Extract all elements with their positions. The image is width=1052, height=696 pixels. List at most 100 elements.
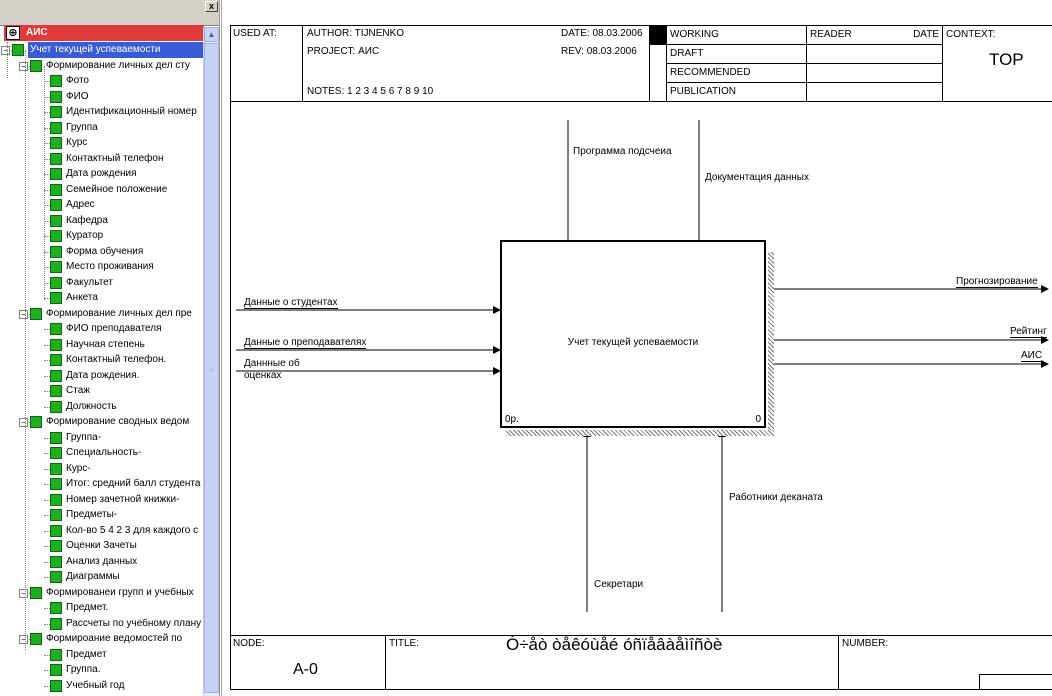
mechanism-label-2[interactable]: Секретари [594, 579, 644, 590]
tree-item[interactable]: Учебный год [0, 678, 204, 694]
mechanism-label-1[interactable]: Работники деканата [729, 492, 823, 503]
activity-node-icon [50, 664, 62, 676]
activity-node-icon [50, 524, 62, 537]
tree-connector [44, 81, 50, 82]
tree-item[interactable]: −Формированеи групп и учебных [0, 585, 204, 601]
input-label-1[interactable]: Данные о студентах [244, 297, 338, 309]
tree-item[interactable]: Диаграммы [0, 569, 204, 585]
activity-node-icon [50, 338, 62, 351]
tree-item[interactable]: Куратор [0, 228, 204, 244]
output-label-2[interactable]: Рейтинг [1010, 326, 1047, 338]
input-label-2[interactable]: Данные о преподавателях [244, 337, 367, 349]
collapse-toggle-icon[interactable]: − [19, 588, 28, 598]
tree-item[interactable]: Идентификационный номер [0, 104, 204, 120]
tree-item-label: ФИО [66, 90, 89, 102]
tree-item[interactable]: ФИО [0, 89, 204, 105]
idef0-frame: USED AT: AUTHOR: TIJNENKO PROJECT: АИС N… [230, 25, 1052, 690]
tree-connector [44, 561, 50, 563]
tree-item[interactable]: Фото [0, 73, 204, 89]
input-label-3b[interactable]: оценках [244, 370, 282, 381]
tree-item[interactable]: Рассчеты по учебному плану [0, 616, 204, 632]
tree-scrollbar[interactable]: ▲ ≡ [203, 27, 219, 696]
tree-item[interactable]: Научная степень [0, 337, 204, 353]
tree-connector [44, 329, 50, 330]
tree-item[interactable]: ФИО преподавателя [0, 321, 204, 337]
tree-item-label: Группа- [66, 431, 102, 443]
scroll-thumb[interactable]: ≡ [204, 43, 219, 693]
control-label-1[interactable]: Программа подсчеиа [573, 146, 672, 157]
input-label-3a[interactable]: Даннные об [244, 358, 300, 369]
tree-connector [44, 670, 50, 671]
tree-item[interactable]: Итог: средний балл студента [0, 476, 204, 492]
status-publication: PUBLICATION [667, 83, 807, 102]
tree-item[interactable]: Форма обучения [0, 244, 204, 260]
title-label: TITLE: [389, 638, 420, 649]
tree-item[interactable]: Кафедра [0, 213, 204, 229]
tree-item-label: Формироание ведомостей по [46, 633, 183, 644]
tree-item[interactable]: Контактный телефон. [0, 352, 204, 368]
tree-item-label: Фото [66, 75, 89, 86]
activity-node-icon [50, 369, 62, 382]
scroll-up-icon[interactable]: ▲ [204, 27, 219, 42]
tree-item-label: Идентификационный номер [66, 106, 197, 117]
tree-item[interactable]: − Формироание ведомостей по [0, 631, 204, 647]
tree-item[interactable]: Контактный телефон [0, 151, 204, 167]
activity-title: Учет текущей успеваемости [567, 337, 699, 348]
activity-shadow-right [768, 252, 774, 432]
tree-item-label: Стаж [66, 385, 90, 396]
collapse-toggle-icon[interactable]: − [19, 61, 28, 71]
tree-item[interactable]: Стаж [0, 383, 204, 399]
tree-item[interactable]: Группа- [0, 430, 204, 446]
tree-item[interactable]: Кол-во 5 4 2 3 для каждого с [0, 523, 204, 539]
tree-item[interactable]: Семейное положение [0, 182, 204, 198]
tree-item[interactable]: Факультет [0, 275, 204, 291]
tree-item[interactable]: Должность [0, 399, 204, 415]
activity-node-icon [50, 648, 62, 661]
tree-item[interactable]: Группа. [0, 662, 204, 678]
tree-item[interactable]: Место проживания [0, 259, 204, 275]
tree-item-label: Дата рождения. [66, 369, 140, 381]
diagram-canvas[interactable]: USED AT: AUTHOR: TIJNENKO PROJECT: АИС N… [221, 0, 1052, 696]
title-value: Ó÷åò òåêóùåé óñïåâàåìîñòè [506, 635, 723, 654]
output-label-3[interactable]: АИС [1021, 350, 1043, 362]
activity-node-icon [50, 199, 62, 211]
tree-connector [44, 112, 50, 113]
tree-item[interactable]: Дата рождения. [0, 368, 204, 384]
tree-item[interactable]: Номер зачетной книжки- [0, 492, 204, 508]
collapse-toggle-icon[interactable]: − [19, 418, 28, 427]
tree-item-label: Куратор [66, 230, 104, 241]
tree-item[interactable]: Специальность- [0, 445, 204, 461]
collapse-toggle-icon[interactable]: − [1, 46, 10, 55]
tree-item-label: Формирование сводных ведом [46, 416, 190, 427]
control-label-2[interactable]: Документация данных [705, 172, 809, 183]
tree-item[interactable]: Предмет. [0, 600, 204, 616]
tree-item-label: Дата рождения [66, 168, 137, 179]
tree-item[interactable]: Дата рождения [0, 166, 204, 182]
working-label: WORKING [670, 29, 719, 40]
tree-item[interactable]: Курс [0, 135, 204, 151]
collapse-toggle-icon[interactable]: − [19, 309, 28, 319]
tree-connector [44, 515, 50, 516]
tree-item[interactable]: −Формирование личных дел пре [0, 306, 204, 322]
reader-label: READER [810, 29, 852, 40]
tree-item[interactable]: Предмет [0, 647, 204, 663]
tree-item[interactable]: −Формирование личных дел сту [0, 58, 204, 74]
output-label-1[interactable]: Прогнозирование [956, 276, 1038, 288]
close-icon[interactable]: x [205, 1, 218, 12]
tree-item[interactable]: Адрес [0, 197, 204, 213]
tree-item-label: Должность [66, 400, 117, 412]
tree-item[interactable]: Предметы- [0, 507, 204, 523]
tree-item[interactable]: Анализ данных [0, 554, 204, 570]
collapse-toggle-icon[interactable]: − [19, 635, 28, 644]
tree-item[interactable]: Оценки Зачеты [0, 538, 204, 554]
tree-item[interactable]: Курс- [0, 461, 204, 477]
tree-item[interactable]: Анкета [0, 290, 204, 306]
tree-item[interactable]: − Формирование сводных ведом [0, 414, 204, 430]
activity-box[interactable]: Учет текущей успеваемости 0р. 0 [500, 240, 766, 428]
tree-item[interactable]: −Учет текущей успеваемости [0, 42, 204, 58]
tree-item-label: Учебный год [66, 679, 125, 691]
reader-row4 [807, 83, 943, 102]
tree-root-node[interactable]: ⊕ АИС [4, 25, 204, 41]
tree-item[interactable]: Группа [0, 120, 204, 136]
activity-node-icon [12, 44, 24, 56]
